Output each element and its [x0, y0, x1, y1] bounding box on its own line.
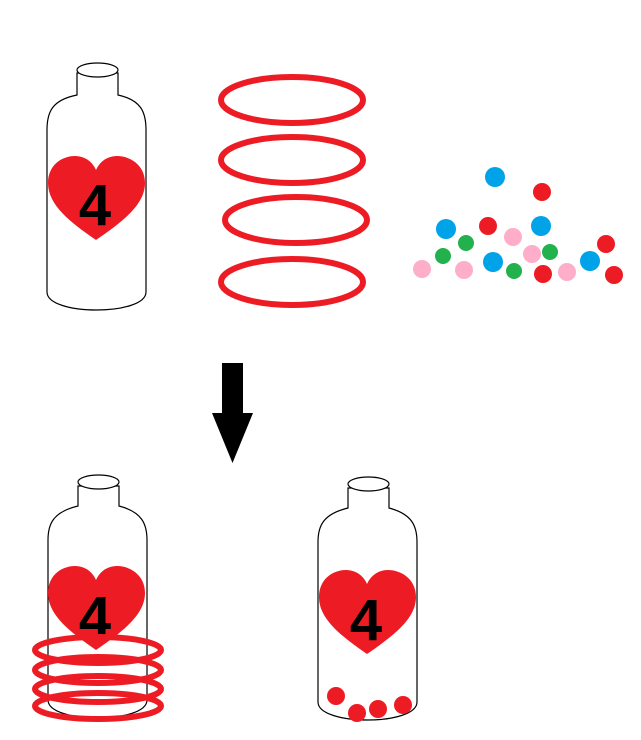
ball-icon	[531, 216, 551, 236]
balls-inside-bottle	[327, 687, 412, 722]
bottle-with-rings: 4	[32, 474, 164, 722]
ball-icon	[523, 245, 541, 263]
bottle-number: 4	[350, 588, 382, 653]
ball-icon	[533, 183, 551, 201]
ball-icon	[327, 687, 345, 705]
ball-icon	[485, 167, 505, 187]
heart-icon	[319, 570, 416, 654]
stacked-rings	[32, 634, 164, 722]
ring-icon	[32, 690, 164, 722]
ring-icon	[32, 654, 164, 686]
bottle-number: 4	[79, 173, 111, 238]
heart-icon	[48, 156, 145, 240]
ball-icon	[542, 244, 558, 260]
ball-icon	[597, 235, 615, 253]
ring-icon	[222, 194, 370, 246]
ball-icon	[369, 700, 387, 718]
ball-icon	[348, 704, 366, 722]
ring-icon	[218, 256, 366, 308]
loose-balls	[413, 167, 623, 284]
bottle-top-left: 4	[46, 62, 147, 311]
ball-icon	[605, 266, 623, 284]
ball-icon	[436, 219, 456, 239]
heart-icon	[48, 566, 145, 650]
ball-icon	[394, 696, 412, 714]
ring-icon	[218, 74, 366, 126]
arrow-down-icon	[212, 363, 253, 463]
ring-icon	[32, 634, 164, 666]
ring-icon	[32, 673, 164, 705]
ball-icon	[504, 228, 522, 246]
ball-icon	[435, 248, 451, 264]
ring-icon	[218, 134, 366, 186]
ball-icon	[458, 235, 474, 251]
ball-icon	[413, 260, 431, 278]
ball-icon	[506, 263, 522, 279]
ball-icon	[483, 252, 503, 272]
ball-icon	[580, 251, 600, 271]
ball-icon	[558, 263, 576, 281]
ball-icon	[455, 261, 473, 279]
ball-icon	[534, 265, 552, 283]
bottle-with-balls: 4	[317, 476, 418, 722]
loose-rings	[218, 74, 370, 308]
ball-icon	[479, 217, 497, 235]
